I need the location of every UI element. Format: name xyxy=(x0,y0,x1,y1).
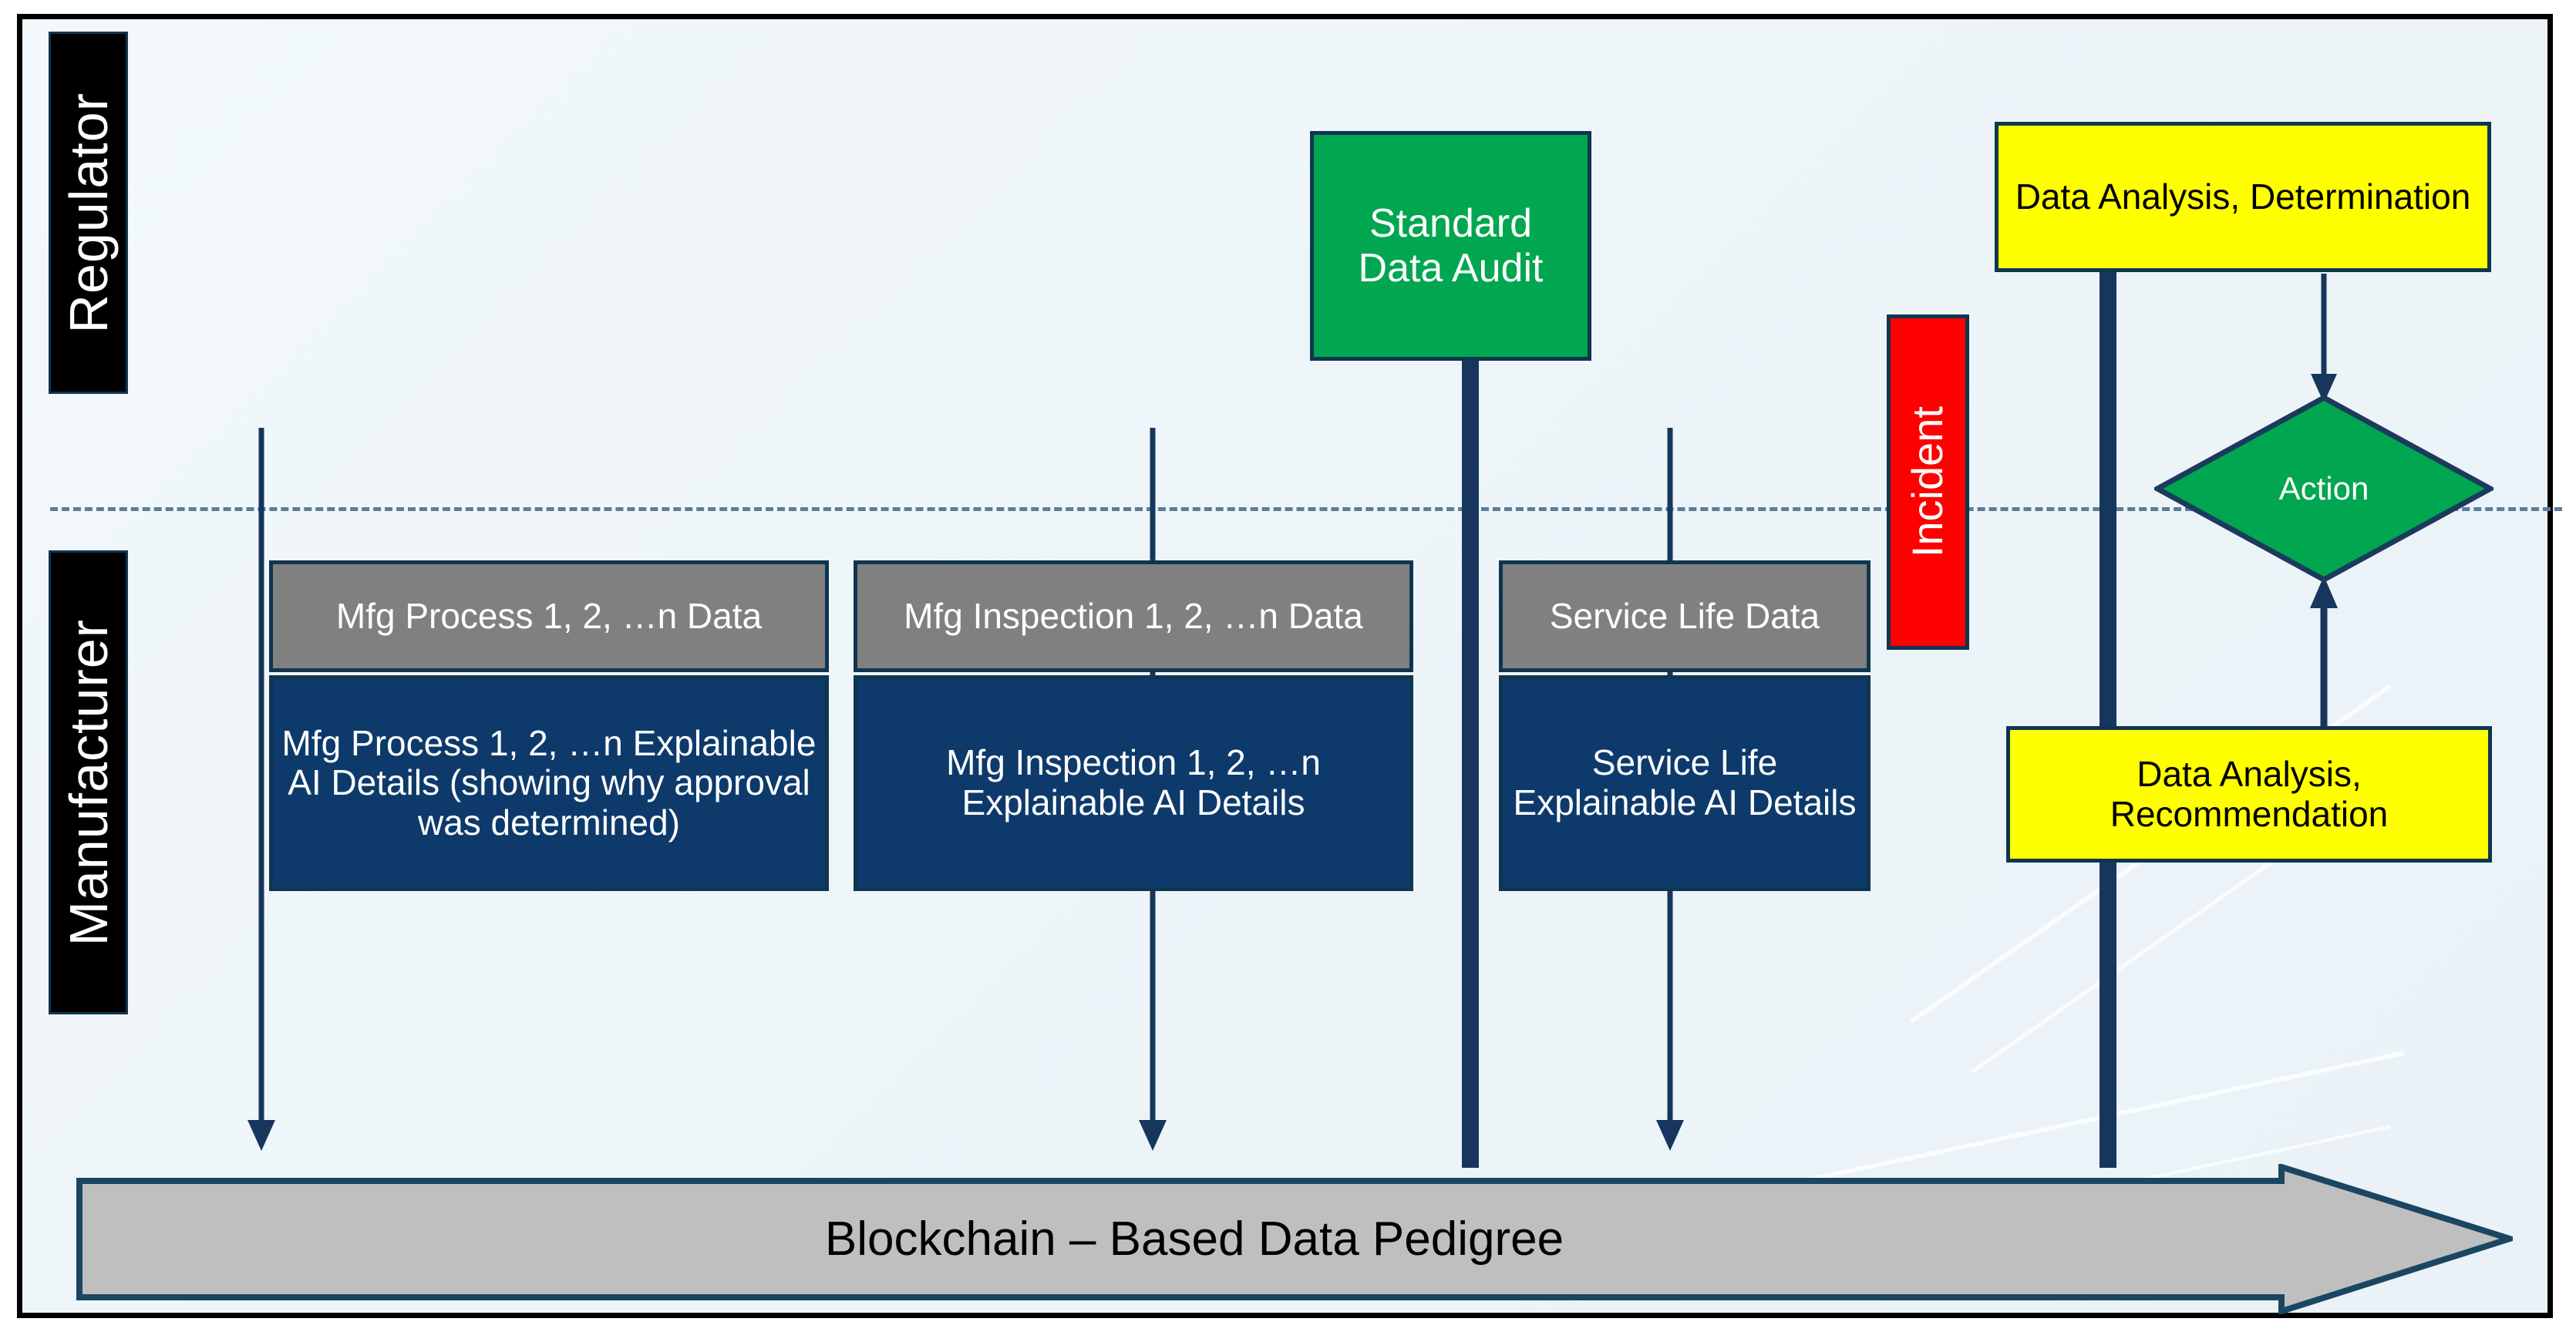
connector-determination-to-action xyxy=(2301,274,2347,405)
node-incident-label: Incident xyxy=(1903,406,1952,558)
node-data-analysis-determination[interactable]: Data Analysis, Determination xyxy=(1995,122,2491,272)
lane-label-regulator-text: Regulator xyxy=(58,92,119,334)
node-service-life-data[interactable]: Service Life Data xyxy=(1499,560,1871,672)
lane-label-regulator: Regulator xyxy=(49,32,128,394)
node-mfg-inspection-data[interactable]: Mfg Inspection 1, 2, …n Data xyxy=(854,560,1413,672)
connector-blockchain-to-data-analysis-determination xyxy=(2066,119,2150,1168)
node-service-life-data-label: Service Life Data xyxy=(1549,595,1820,636)
node-mfg-process-xai-label: Mfg Process 1, 2, …n Explainable AI Deta… xyxy=(281,722,817,843)
swimlane-divider xyxy=(50,507,2562,511)
node-standard-data-audit-label: Standard Data Audit xyxy=(1358,200,1544,291)
node-action-label: Action xyxy=(2278,470,2369,506)
node-service-life-xai-label: Service Life Explainable AI Details xyxy=(1513,742,1857,822)
node-data-analysis-determination-label: Data Analysis, Determination xyxy=(2015,176,2471,217)
node-mfg-inspection-xai[interactable]: Mfg Inspection 1, 2, …n Explainable AI D… xyxy=(854,675,1413,891)
node-data-analysis-recommendation[interactable]: Data Analysis, Recommendation xyxy=(2006,726,2492,863)
node-blockchain-pedigree[interactable]: Blockchain – Based Data Pedigree xyxy=(76,1164,2513,1314)
node-mfg-inspection-xai-label: Mfg Inspection 1, 2, …n Explainable AI D… xyxy=(946,742,1321,822)
node-mfg-inspection-data-label: Mfg Inspection 1, 2, …n Data xyxy=(904,595,1363,636)
lane-label-manufacturer: Manufacturer xyxy=(49,550,128,1014)
node-mfg-process-data-label: Mfg Process 1, 2, …n Data xyxy=(335,595,763,636)
node-mfg-process-xai[interactable]: Mfg Process 1, 2, …n Explainable AI Deta… xyxy=(269,675,829,891)
node-service-life-xai[interactable]: Service Life Explainable AI Details xyxy=(1499,675,1871,891)
connector-recommendation-to-action xyxy=(2301,573,2347,731)
connector-mfg-process-to-blockchain xyxy=(238,428,285,1152)
lane-label-manufacturer-text: Manufacturer xyxy=(58,618,119,947)
node-action-diamond[interactable]: Action xyxy=(2154,395,2494,583)
node-data-analysis-recommendation-label: Data Analysis, Recommendation xyxy=(2110,753,2389,834)
node-blockchain-pedigree-label: Blockchain – Based Data Pedigree xyxy=(824,1213,1564,1266)
node-standard-data-audit[interactable]: Standard Data Audit xyxy=(1310,131,1591,361)
node-mfg-process-data[interactable]: Mfg Process 1, 2, …n Data xyxy=(269,560,829,672)
node-incident[interactable]: Incident xyxy=(1887,314,1969,650)
diagram-frame: Regulator Manufacturer xyxy=(17,14,2562,1318)
